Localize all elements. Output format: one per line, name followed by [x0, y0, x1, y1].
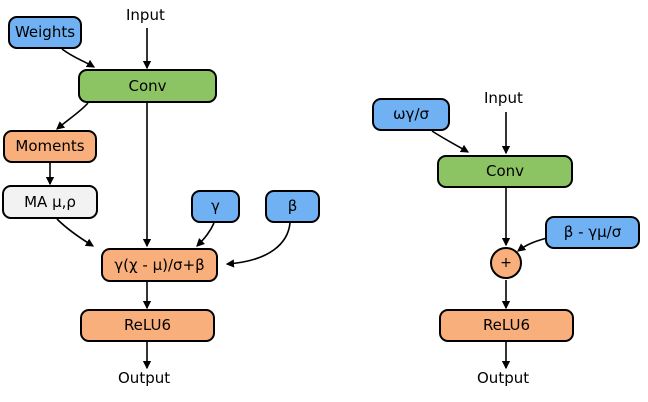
- left-input-label: Input: [126, 6, 165, 24]
- node-weights[interactable]: Weights: [8, 16, 82, 49]
- node-moments[interactable]: Moments: [3, 130, 97, 163]
- node-add[interactable]: +: [490, 247, 522, 279]
- edge-ma-to-formula: [56, 218, 95, 247]
- node-scaled-weights[interactable]: ωγ/σ: [372, 98, 450, 131]
- node-conv-right[interactable]: Conv: [437, 155, 573, 188]
- edge-scaledweights-to-conv: [431, 130, 470, 153]
- edge-beta-to-formula: [225, 222, 291, 268]
- edge-weights-to-conv: [61, 48, 96, 68]
- edge-bias-to-add: [517, 237, 548, 252]
- node-beta[interactable]: β: [265, 190, 320, 223]
- node-moving-average[interactable]: MA μ,ρ: [2, 185, 98, 219]
- node-gamma[interactable]: γ: [191, 190, 240, 223]
- right-output-label: Output: [477, 369, 530, 387]
- node-relu6-right[interactable]: ReLU6: [439, 309, 574, 342]
- node-relu6-left[interactable]: ReLU6: [80, 309, 215, 342]
- node-batchnorm-formula[interactable]: γ(χ - μ)/σ+β: [101, 248, 218, 282]
- edge-gamma-to-formula: [196, 222, 215, 247]
- node-folded-bias[interactable]: β - γμ/σ: [545, 216, 640, 249]
- right-input-label: Input: [484, 89, 523, 107]
- left-output-label: Output: [118, 369, 171, 387]
- edge-conv-to-moments: [56, 102, 89, 130]
- node-conv-left[interactable]: Conv: [78, 69, 217, 103]
